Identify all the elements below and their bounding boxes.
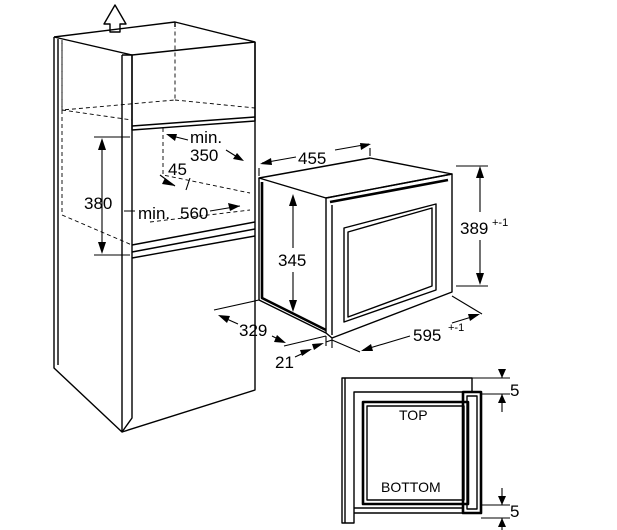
niche-depth-prefix: min. — [190, 128, 222, 147]
top-label: TOP — [399, 407, 428, 423]
appliance-dimensions: 455 345 389 +-1 595 +-1 329 21 — [213, 143, 508, 372]
frame-depth-label: 21 — [275, 353, 294, 372]
cabinet-dimensions: 380 min. 560 45 min. 350 — [84, 128, 244, 256]
opening-offset-label: 45 — [168, 160, 187, 179]
niche-depth-value: 350 — [190, 146, 218, 165]
frame-detail: TOP BOTTOM 5 5 — [341, 369, 519, 530]
inner-height-label: 345 — [278, 251, 306, 270]
appliance — [258, 157, 453, 339]
frame-flange — [461, 390, 483, 515]
depth-label: 455 — [298, 149, 326, 168]
cabinet-top-panel — [53, 21, 256, 56]
frame-cutout — [361, 400, 470, 506]
arrow-up-icon — [103, 4, 127, 33]
width-tolerance: +-1 — [448, 322, 464, 334]
cabinet — [53, 4, 256, 433]
niche-height-label: 380 — [84, 194, 112, 213]
frame-outer — [341, 377, 473, 524]
top-gap-label: 5 — [510, 381, 519, 400]
bottom-gap-label: 5 — [510, 502, 519, 521]
body-depth-label: 329 — [239, 321, 267, 340]
appliance-front-frame — [325, 173, 453, 339]
appliance-window — [343, 203, 437, 323]
height-tolerance: +-1 — [492, 217, 508, 229]
niche-floor — [131, 221, 256, 253]
bottom-label: BOTTOM — [381, 479, 441, 495]
cabinet-left-panel — [53, 37, 123, 433]
niche-width-value: 560 — [180, 204, 208, 223]
width-value: 595 — [413, 326, 441, 345]
height-value: 389 — [460, 219, 488, 238]
cabinet-front — [122, 42, 256, 131]
niche-width-prefix: min. — [138, 204, 170, 223]
